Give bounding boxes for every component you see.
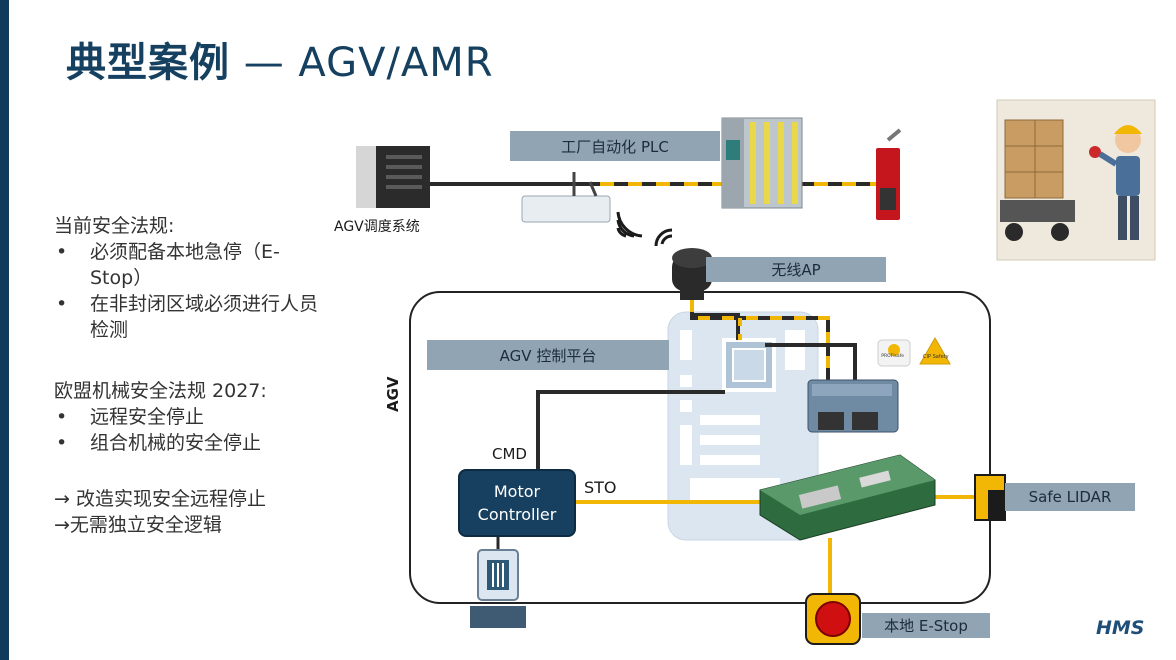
- slide-title: 典型案例 — AGV/AMR: [66, 40, 494, 86]
- motor-icon: [470, 549, 526, 628]
- current-regulations: 当前安全法规: 必须配备本地急停（E-Stop） 在非封闭区域必须进行人员检测: [54, 213, 324, 343]
- lidar-icon: [974, 474, 1006, 521]
- estop-icon: [805, 593, 861, 645]
- wireless-ap-label: 无线AP: [706, 257, 886, 282]
- lidar-label: Safe LIDAR: [1005, 483, 1135, 511]
- gateway-device-icon: [521, 172, 611, 223]
- eu-item-2: 组合机械的安全停止: [54, 430, 354, 456]
- current-heading: 当前安全法规:: [54, 215, 175, 237]
- hms-logo: HMS: [1096, 617, 1145, 639]
- badge1-text: PROFIsafe: [881, 353, 905, 359]
- outcome-1: → 改造实现安全远程停止: [54, 488, 266, 510]
- eu-item-1: 远程安全停止: [54, 404, 354, 430]
- control-board: [667, 311, 819, 541]
- current-item-2: 在非封闭区域必须进行人员检测: [54, 291, 324, 343]
- agv-label: AGV: [384, 376, 402, 412]
- control-platform-label: AGV 控制平台: [427, 340, 669, 370]
- motor-controller-line2: Controller: [477, 505, 557, 524]
- plc-label: 工厂自动化 PLC: [510, 131, 720, 161]
- worker-illustration: [996, 99, 1156, 261]
- industrial-pc-icon: [356, 146, 430, 208]
- eu-regulations: 欧盟机械安全法规 2027: 远程安全停止 组合机械的安全停止: [54, 378, 354, 456]
- plc-icon: [721, 117, 803, 209]
- motor-controller-line1: Motor: [493, 482, 541, 501]
- sto-label: STO: [584, 478, 617, 497]
- outcomes: → 改造实现安全远程停止 →无需独立安全逻辑: [54, 486, 354, 538]
- comm-module: [807, 379, 899, 433]
- estop-label: 本地 E-Stop: [862, 613, 990, 638]
- eu-heading: 欧盟机械安全法规 2027:: [54, 380, 267, 402]
- dispatch-label: AGV调度系统: [334, 219, 420, 235]
- wireless-ap-icon: [672, 248, 712, 300]
- badge2-text: CIP Safety: [923, 354, 949, 360]
- safety-io-board: [759, 454, 936, 541]
- profisafe-badge: [877, 339, 911, 367]
- current-item-1: 必须配备本地急停（E-Stop）: [54, 239, 324, 291]
- outcome-2: →无需独立安全逻辑: [54, 514, 222, 536]
- cip-safety-badge: [919, 336, 951, 365]
- motor-controller: Motor Controller: [458, 469, 576, 537]
- safety-switch-icon: [876, 128, 902, 220]
- left-accent-bar: [0, 0, 9, 660]
- wireless-signal-icon: [616, 211, 673, 247]
- cmd-label: CMD: [492, 445, 527, 463]
